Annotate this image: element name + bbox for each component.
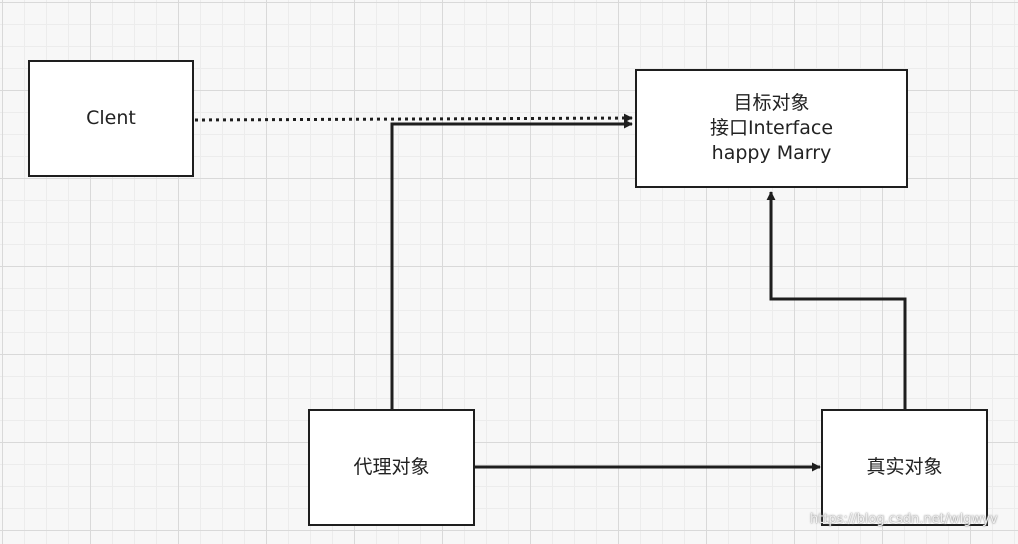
edge-real-to-target [766, 191, 907, 410]
node-proxy-label: 代理对象 [353, 456, 430, 478]
edge-proxy-to-target [390, 119, 633, 410]
watermark-text: https://blog.csdn.net/wlgwyv [810, 512, 998, 527]
node-target-line-1: 目标对象 [733, 92, 810, 114]
node-client[interactable]: Clent [28, 60, 194, 177]
node-target-text: 目标对象 接口Interface happy Marry [710, 91, 833, 166]
edge-client-to-target [194, 113, 633, 123]
node-real-label: 真实对象 [866, 456, 943, 478]
node-target-line-3: happy Marry [711, 142, 832, 164]
node-target[interactable]: 目标对象 接口Interface happy Marry [635, 69, 908, 188]
node-client-label: Clent [86, 107, 136, 129]
node-target-line-2: 接口Interface [709, 117, 834, 139]
node-proxy[interactable]: 代理对象 [308, 409, 475, 526]
node-real[interactable]: 真实对象 [821, 409, 988, 526]
